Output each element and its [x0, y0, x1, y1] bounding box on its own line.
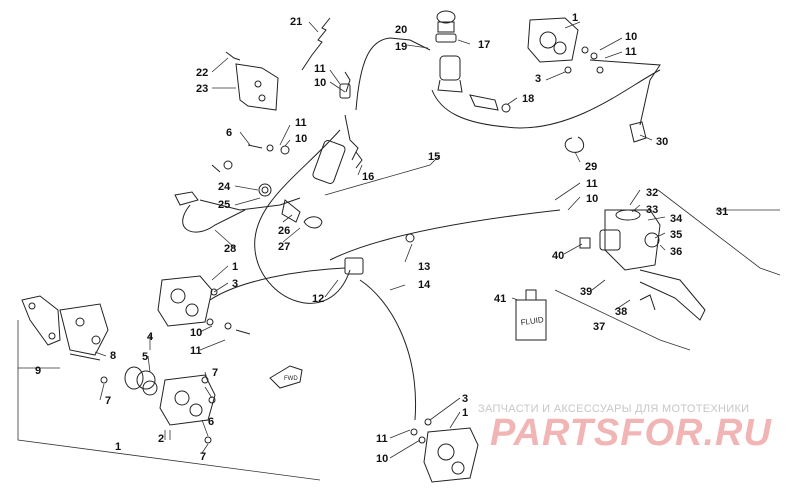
callout-34: 34 — [670, 213, 683, 225]
fluid-label: FLUID — [520, 315, 544, 327]
caliper-mid-left — [157, 275, 251, 335]
brake-line-14 — [359, 279, 417, 421]
callout-11: 11 — [625, 46, 637, 58]
clip-29 — [564, 136, 585, 153]
forward-arrow-icon: FWD — [269, 365, 303, 389]
callout-13: 13 — [418, 261, 430, 273]
callout-10: 10 — [314, 77, 326, 89]
grommet-18 — [501, 103, 511, 113]
callout-32: 32 — [646, 187, 658, 199]
callout-10: 10 — [586, 193, 598, 205]
callout-6: 6 — [226, 127, 232, 139]
brake-bracket-9 — [21, 295, 61, 346]
caliper-bottom-center — [410, 418, 479, 483]
callout-7: 7 — [105, 395, 111, 407]
callout-11: 11 — [190, 345, 202, 357]
callout-36: 36 — [670, 246, 682, 258]
callout-7: 7 — [212, 367, 218, 379]
callout-19: 19 — [395, 41, 407, 53]
callout-30: 30 — [656, 136, 668, 148]
callout-38: 38 — [615, 306, 627, 318]
callout-24: 24 — [218, 181, 231, 193]
callout-7: 7 — [200, 451, 206, 463]
bracket-30 — [629, 121, 647, 143]
callout-31: 31 — [716, 206, 728, 218]
brake-line-15 — [431, 69, 661, 129]
caliper-top-right — [527, 17, 604, 74]
caliper-bottom-left — [100, 366, 216, 444]
junction-block — [344, 257, 364, 275]
callout-2: 2 — [158, 433, 164, 445]
callout-28: 28 — [224, 243, 236, 255]
brake-line-upper-right — [329, 209, 561, 261]
callout-27: 27 — [278, 241, 290, 253]
callout-3: 3 — [462, 393, 468, 405]
callout-12: 12 — [312, 293, 324, 305]
callout-4: 4 — [147, 331, 154, 343]
callout-41: 41 — [494, 293, 506, 305]
callout-3: 3 — [535, 73, 541, 85]
callout-21: 21 — [290, 16, 302, 28]
callout-1: 1 — [115, 441, 121, 453]
callout-37: 37 — [593, 321, 605, 333]
hose-fitting-16 — [355, 151, 363, 169]
callout-17: 17 — [478, 39, 490, 51]
callout-10: 10 — [295, 133, 307, 145]
callout-18: 18 — [522, 93, 534, 105]
brake-line-to-caliper-right — [589, 59, 661, 126]
callout-1: 1 — [232, 261, 238, 273]
callout-14: 14 — [418, 279, 431, 291]
callout-25: 25 — [218, 199, 230, 211]
callout-29: 29 — [585, 161, 597, 173]
spring-21 — [301, 17, 331, 71]
callout-39: 39 — [580, 286, 592, 298]
bracket-23 — [235, 63, 279, 111]
master-cylinder-center — [312, 71, 359, 184]
callout-3: 3 — [232, 278, 238, 290]
callout-35: 35 — [670, 229, 682, 241]
callout-11: 11 — [295, 117, 307, 129]
callout-20: 20 — [395, 24, 407, 36]
callout-16: 16 — [362, 171, 374, 183]
brake-line-20 — [355, 37, 431, 111]
callout-5: 5 — [142, 351, 148, 363]
callout-10: 10 — [190, 327, 202, 339]
reservoir-assembly — [435, 10, 499, 111]
callout-40: 40 — [552, 250, 564, 262]
callout-22: 22 — [196, 67, 208, 79]
callout-33: 33 — [646, 204, 658, 216]
watermark-tagline: ЗАПЧАСТИ И АКСЕССУАРЫ ДЛЯ МОТОТЕХНИКИ — [478, 403, 750, 415]
brake-hose-28 — [182, 204, 246, 233]
callout-26: 26 — [278, 225, 290, 237]
callout-6: 6 — [208, 416, 214, 428]
callout-23: 23 — [196, 83, 208, 95]
bracket-8-assembly — [59, 303, 109, 361]
callout-1: 1 — [462, 407, 468, 419]
watermark-logo: PARTSFOR.RU — [490, 412, 772, 454]
callout-1: 1 — [572, 12, 578, 24]
callout-10: 10 — [625, 31, 637, 43]
callout-11: 11 — [586, 178, 598, 190]
brake-pedal — [174, 160, 323, 229]
brake-line-12 — [209, 267, 346, 301]
fluid-bottle — [515, 289, 547, 341]
hand-master-cylinder — [579, 209, 706, 321]
callout-15: 15 — [428, 151, 440, 163]
callout-8: 8 — [110, 350, 116, 362]
brake-line-main — [254, 129, 351, 304]
fwd-label: FWD — [284, 376, 298, 382]
callout-11: 11 — [376, 433, 388, 445]
callout-9: 9 — [35, 365, 41, 377]
callout-11: 11 — [314, 63, 326, 75]
callout-10: 10 — [376, 453, 388, 465]
